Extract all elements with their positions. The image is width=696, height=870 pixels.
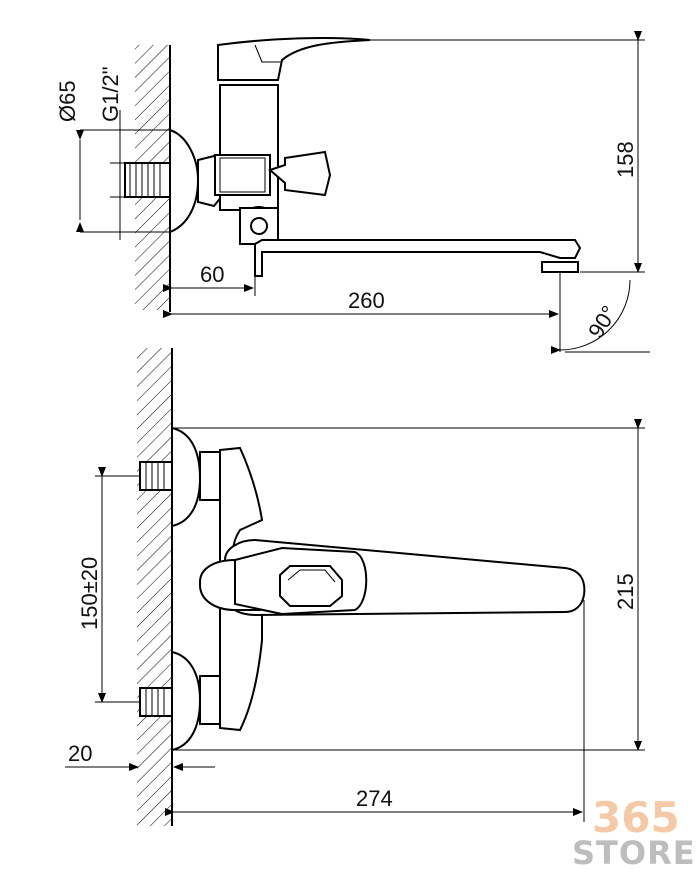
store-watermark: 365 STORE <box>572 793 696 870</box>
inlet-nipple-lower <box>139 687 173 717</box>
dim-angle: 90° <box>583 301 622 342</box>
nut-upper <box>199 451 223 501</box>
lever-top <box>217 36 371 81</box>
inlet-nipple-upper <box>139 461 173 491</box>
lever-window <box>279 565 343 607</box>
watermark-number: 365 <box>592 793 680 842</box>
escutcheon-lower <box>171 650 202 752</box>
escutcheon-upper <box>171 426 202 528</box>
dim-depth: 20 <box>68 741 92 766</box>
dim-spacing: 150±20 <box>77 557 102 630</box>
side-view: Ø65 G1/2" 158 60 260 90° <box>55 31 650 355</box>
dim-thread: G1/2" <box>98 66 123 122</box>
dim-diameter: Ø65 <box>55 80 80 122</box>
watermark-text: STORE <box>572 834 696 870</box>
aerator-top <box>541 261 579 273</box>
front-view: 150±20 215 20 274 <box>65 348 645 826</box>
dim-height-front: 215 <box>613 573 638 610</box>
escutcheon-top <box>169 128 200 234</box>
dim-length-front: 274 <box>356 786 393 811</box>
dim-length-top: 260 <box>348 288 385 313</box>
diverter-block-top <box>214 154 271 196</box>
dim-offset: 60 <box>200 262 224 287</box>
dim-height-top: 158 <box>613 141 638 178</box>
spout-top <box>254 239 582 277</box>
wall-hatch-front <box>137 348 171 826</box>
nut-lower <box>199 675 223 725</box>
diverter-knob-top <box>268 150 332 197</box>
